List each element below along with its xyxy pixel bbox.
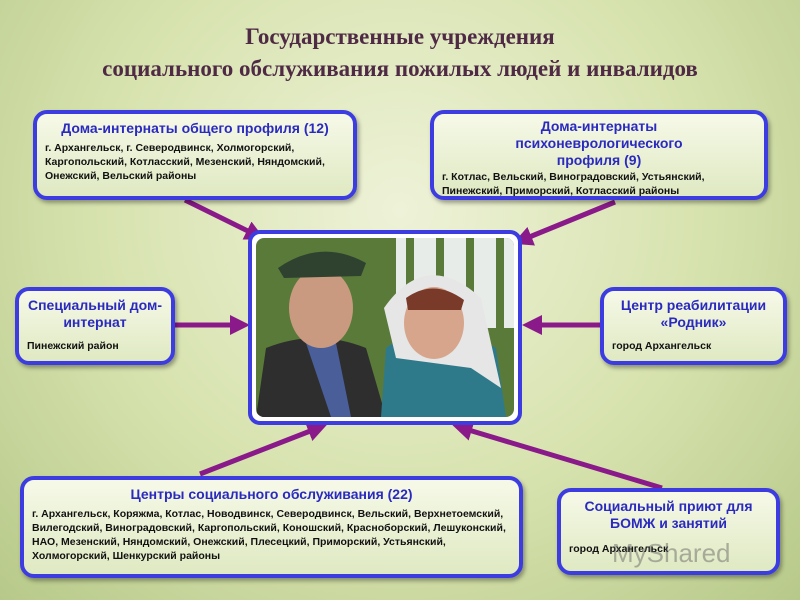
box-text: Пинежский район — [27, 340, 119, 352]
box-text: город Архангельск — [612, 340, 712, 352]
arrow-general — [183, 197, 265, 240]
box-special-home: Специальный дом-интернат Пинежский район — [15, 287, 175, 365]
box-heading: Специальный дом-интернат — [27, 297, 163, 330]
arrow-shelter — [452, 421, 663, 491]
box-text: город Архангельск — [569, 543, 669, 555]
box-rehab-center: Центр реабилитации «Родник» город Арханг… — [600, 287, 787, 365]
box-general-homes: Дома-интернаты общего профиля (12) г. Ар… — [33, 110, 357, 200]
box-heading: Центр реабилитации «Родник» — [620, 297, 767, 330]
arrow-psycho — [512, 199, 616, 246]
box-heading: Социальный приют для БОМЖ и занятий — [584, 498, 753, 531]
slide-title-line2: социального обслуживания пожилых людей и… — [102, 56, 698, 81]
watermark-logo: MyShared — [612, 538, 731, 568]
box-social-centers: Центры социального обслуживания (22) г. … — [20, 476, 523, 578]
arrow-centers — [199, 422, 328, 477]
box-shelter: Социальный приют для БОМЖ и занятий горо… — [557, 488, 780, 575]
box-text: г. Архангельск, Коряжма, Котлас, Новодви… — [32, 508, 506, 562]
box-heading: Дома-интернаты психоневрологического про… — [515, 118, 683, 168]
box-psycho-homes: Дома-интернаты психоневрологического про… — [430, 110, 768, 200]
slide-title-line1: Государственные учреждения — [245, 24, 555, 49]
box-heading: Центры социального обслуживания (22) — [130, 486, 413, 502]
box-heading: Дома-интернаты общего профиля (12) — [61, 120, 329, 136]
box-text: г. Архангельск, г. Северодвинск, Холмого… — [45, 142, 325, 182]
box-text: г. Котлас, Вельский, Виноградовский, Уст… — [442, 171, 705, 197]
elderly-couple-photo — [248, 230, 522, 425]
